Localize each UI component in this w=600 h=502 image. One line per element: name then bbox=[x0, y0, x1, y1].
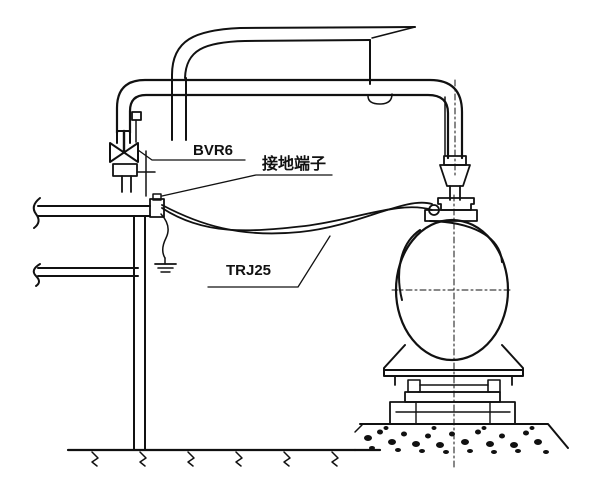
support-column bbox=[133, 215, 146, 451]
label-bvr6: BVR6 bbox=[193, 142, 234, 159]
trj25-cable bbox=[161, 201, 440, 235]
saddle-base bbox=[383, 344, 524, 425]
earth-lead bbox=[154, 213, 177, 273]
valve-icon bbox=[109, 129, 139, 163]
arm-pipe bbox=[115, 78, 471, 201]
ground-symbol-icon bbox=[154, 257, 177, 273]
valve-assembly bbox=[109, 111, 156, 197]
label-trj25: TRJ25 bbox=[226, 262, 272, 279]
tank bbox=[391, 194, 513, 471]
label-grounding-terminal: 接地端子 bbox=[262, 156, 327, 173]
left-pipes bbox=[32, 193, 165, 287]
foundation bbox=[354, 423, 569, 454]
ground-line bbox=[66, 448, 382, 467]
top-pipe bbox=[171, 26, 416, 141]
leader-lines bbox=[137, 149, 333, 288]
